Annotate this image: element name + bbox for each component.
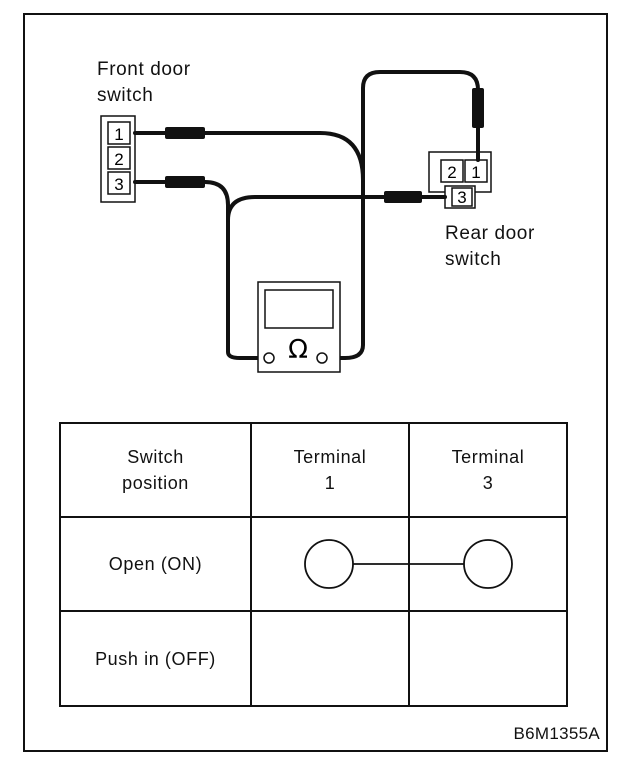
rear-door-switch-label: Rear door switch <box>445 221 535 273</box>
probe-rear-1 <box>472 88 484 128</box>
probe-rear-3 <box>384 191 422 203</box>
rear-terminal-2: 2 <box>447 163 456 182</box>
continuity-table: Switch position Terminal 1 Terminal 3 Op… <box>59 422 568 707</box>
table-row: Push in (OFF) <box>59 610 568 707</box>
meter-display <box>264 289 334 329</box>
ohm-symbol: Ω <box>288 335 308 365</box>
table-row: Open (ON) <box>59 516 568 612</box>
table-header-row: Switch position Terminal 1 Terminal 3 <box>59 422 568 518</box>
test-leads <box>133 70 480 360</box>
rear-terminal-1: 1 <box>471 163 480 182</box>
figure-frame <box>23 13 608 752</box>
rear-label-line2: switch <box>445 249 502 270</box>
lead-rear-terminal-1 <box>361 70 480 182</box>
figure-code: B6M1355A <box>513 724 600 743</box>
meter-terminal-left <box>263 352 275 364</box>
front-door-switch-label: Front door switch <box>97 57 191 109</box>
probes <box>165 88 484 203</box>
ohmmeter: Ω <box>257 281 341 373</box>
header-text: Switch <box>127 447 184 467</box>
meter-terminal-right <box>316 352 328 364</box>
header-switch-position: Switch position <box>59 422 252 518</box>
header-text: position <box>122 473 189 493</box>
rear-label-line1: Rear door <box>445 223 535 244</box>
header-terminal-3: Terminal 3 <box>408 422 568 518</box>
rear-terminal-3: 3 <box>457 188 466 207</box>
header-text: 3 <box>482 473 494 493</box>
header-terminal-1: Terminal 1 <box>250 422 410 518</box>
front-terminal-1: 1 <box>114 125 123 144</box>
front-terminal-2: 2 <box>114 150 123 169</box>
position-push-in-off: Push in (OFF) <box>59 610 252 707</box>
front-label-line2: switch <box>97 85 154 106</box>
header-text: 1 <box>324 473 336 493</box>
probe-front-3 <box>165 176 205 188</box>
probe-front-1 <box>165 127 205 139</box>
front-label-line1: Front door <box>97 59 191 80</box>
front-door-switch-connector: 1 2 3 <box>100 115 136 203</box>
header-text: Terminal <box>293 447 367 467</box>
lead-front-terminal-3 <box>133 180 270 360</box>
cell-terminal-3-open <box>408 516 568 612</box>
lead-rear-terminal-3 <box>226 195 447 222</box>
header-text: Terminal <box>451 447 525 467</box>
cell-terminal-1-push <box>250 610 410 707</box>
cell-terminal-1-open <box>250 516 410 612</box>
cell-terminal-3-push <box>408 610 568 707</box>
rear-door-switch-connector: 2 1 3 <box>428 151 492 209</box>
front-terminal-3: 3 <box>114 175 123 194</box>
wiring-diagram: 1 2 3 2 1 3 Ω <box>100 70 492 373</box>
position-open-on: Open (ON) <box>59 516 252 612</box>
